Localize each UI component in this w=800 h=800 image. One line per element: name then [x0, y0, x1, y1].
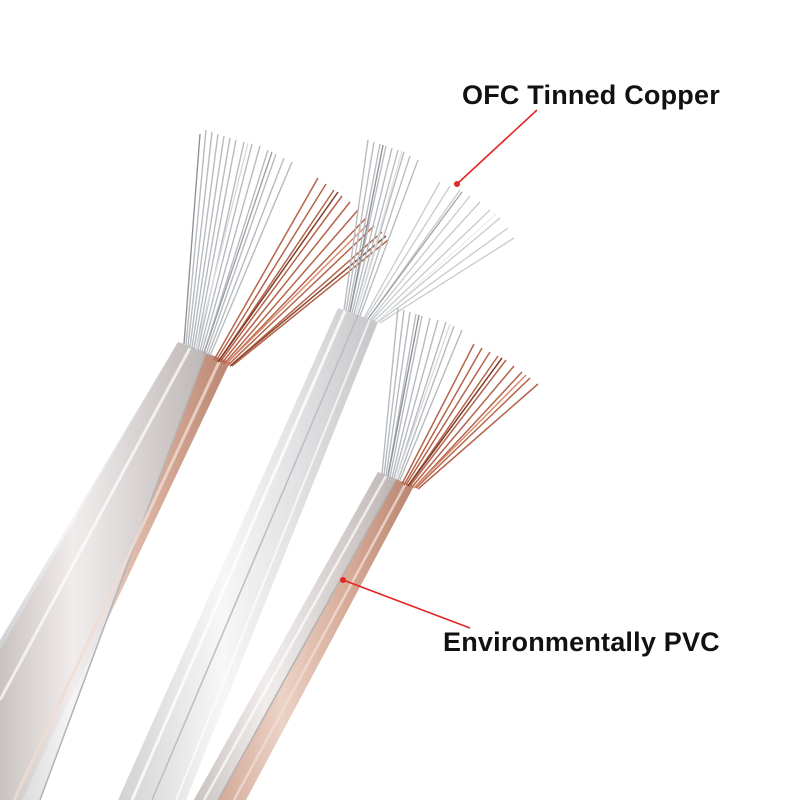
cable-left [0, 129, 389, 800]
cable-right-jacket [194, 472, 414, 800]
cable-middle [118, 139, 515, 800]
pointer-top [454, 109, 538, 187]
pointer-bottom [340, 577, 471, 629]
cable-right-tinned-strands [381, 307, 463, 481]
cable-right [194, 307, 539, 800]
cable-left-copper-strands [213, 177, 389, 367]
cable-middle-jacket [118, 308, 378, 800]
annotation-environmentally-pvc: Environmentally PVC [443, 627, 720, 657]
cable-middle-strands-a [343, 139, 419, 317]
cable-left-tinned-strands [183, 129, 293, 357]
cable-right-copper-strands [401, 343, 539, 490]
cable-middle-strands-b [363, 181, 515, 324]
cable-left-jacket [0, 342, 230, 800]
annotation-ofc-tinned-copper: OFC Tinned Copper [462, 80, 720, 110]
